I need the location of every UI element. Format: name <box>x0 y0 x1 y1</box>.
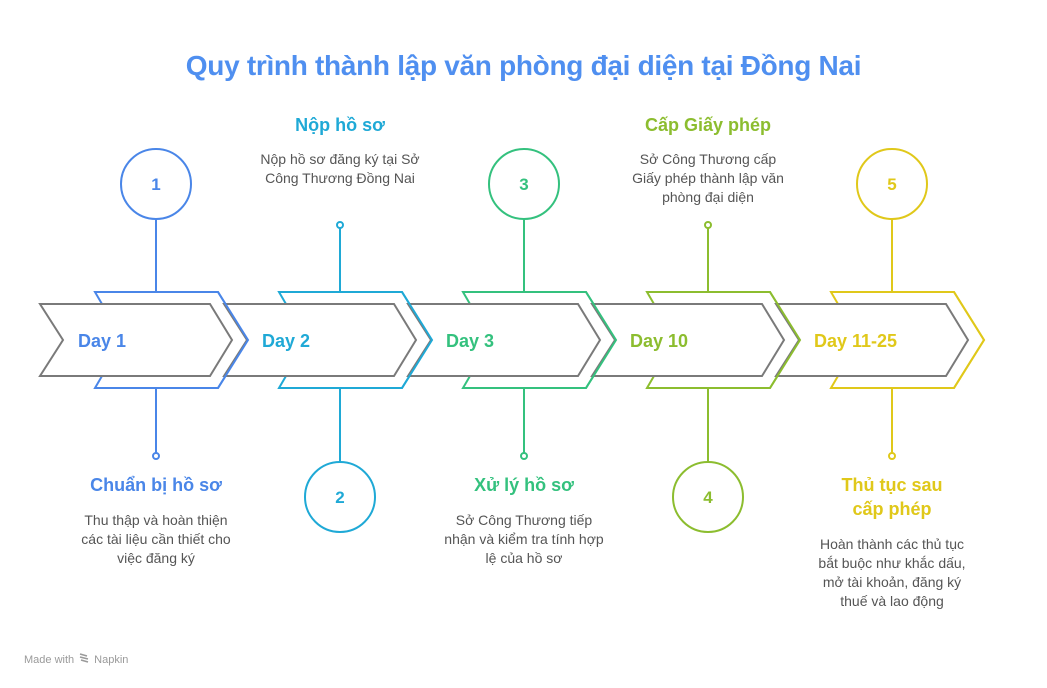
step-bracket-tip <box>948 291 986 389</box>
step-heading: Chuẩn bị hồ sơ <box>56 473 256 497</box>
step-description: Nộp hồ sơ đăng ký tại Sở Công Thương Đồn… <box>260 151 420 186</box>
step-heading: Xử lý hồ sơ <box>424 473 624 497</box>
day-label: Day 3 <box>446 331 494 351</box>
day-label: Day 2 <box>262 331 310 351</box>
step-heading-line: Nộp hồ sơ <box>295 115 385 135</box>
step-description: Sở Công Thương cấp Giấy phép thành lập v… <box>632 151 784 205</box>
step-number-circle <box>856 148 928 220</box>
made-with-text: Made with <box>24 653 75 666</box>
connector-dot <box>888 452 896 460</box>
step-number: 1 <box>151 175 160 194</box>
step-number: 4 <box>703 488 713 507</box>
step-bracket-tip <box>212 291 250 389</box>
step-heading: Thủ tục sau cấp phép <box>792 473 992 521</box>
step-heading-line: Thủ tục sau <box>841 475 943 495</box>
step-number: 2 <box>335 488 344 507</box>
step-bracket-tip <box>764 291 802 389</box>
connector-dot <box>704 221 712 229</box>
footer-credit: Made with Napkin <box>24 652 128 667</box>
step-number: 5 <box>887 175 896 194</box>
step-heading: Nộp hồ sơ <box>240 113 440 137</box>
step-heading: Cấp Giấy phép <box>608 113 808 137</box>
step-bracket-tip <box>580 291 618 389</box>
napkin-logo-icon <box>78 652 90 667</box>
day-label: Day 1 <box>78 331 126 351</box>
napkin-brand-text: Napkin <box>94 653 129 666</box>
step-arrow-chevron <box>38 303 234 377</box>
connector-dot <box>152 452 160 460</box>
step-description: Hoàn thành các thủ tục bắt buộc như khắc… <box>818 536 966 609</box>
diagram-title: Quy trình thành lập văn phòng đại diện t… <box>185 50 862 81</box>
day-label: Day 10 <box>630 331 688 351</box>
step-heading-line: cấp phép <box>852 499 932 519</box>
step-description: Sở Công Thương tiếp nhận và kiểm tra tín… <box>444 512 604 566</box>
step-description: Thu thập và hoàn thiện các tài liệu cần … <box>81 512 231 566</box>
step-bracket-tip <box>396 291 434 389</box>
connector-dot <box>520 452 528 460</box>
step-heading-line: Cấp Giấy phép <box>644 115 772 135</box>
step-number-circle <box>120 148 192 220</box>
step-number-circle <box>672 461 744 533</box>
step-heading-line: Chuẩn bị hồ sơ <box>90 475 222 495</box>
step-number-circle <box>488 148 560 220</box>
step-heading-line: Xử lý hồ sơ <box>474 475 574 495</box>
connector-dot <box>336 221 344 229</box>
step-number-circle <box>304 461 376 533</box>
step-number: 3 <box>519 175 528 194</box>
step-arrow-chevron <box>406 303 602 377</box>
day-label: Day 11-25 <box>814 331 897 351</box>
step-arrow-chevron <box>222 303 418 377</box>
